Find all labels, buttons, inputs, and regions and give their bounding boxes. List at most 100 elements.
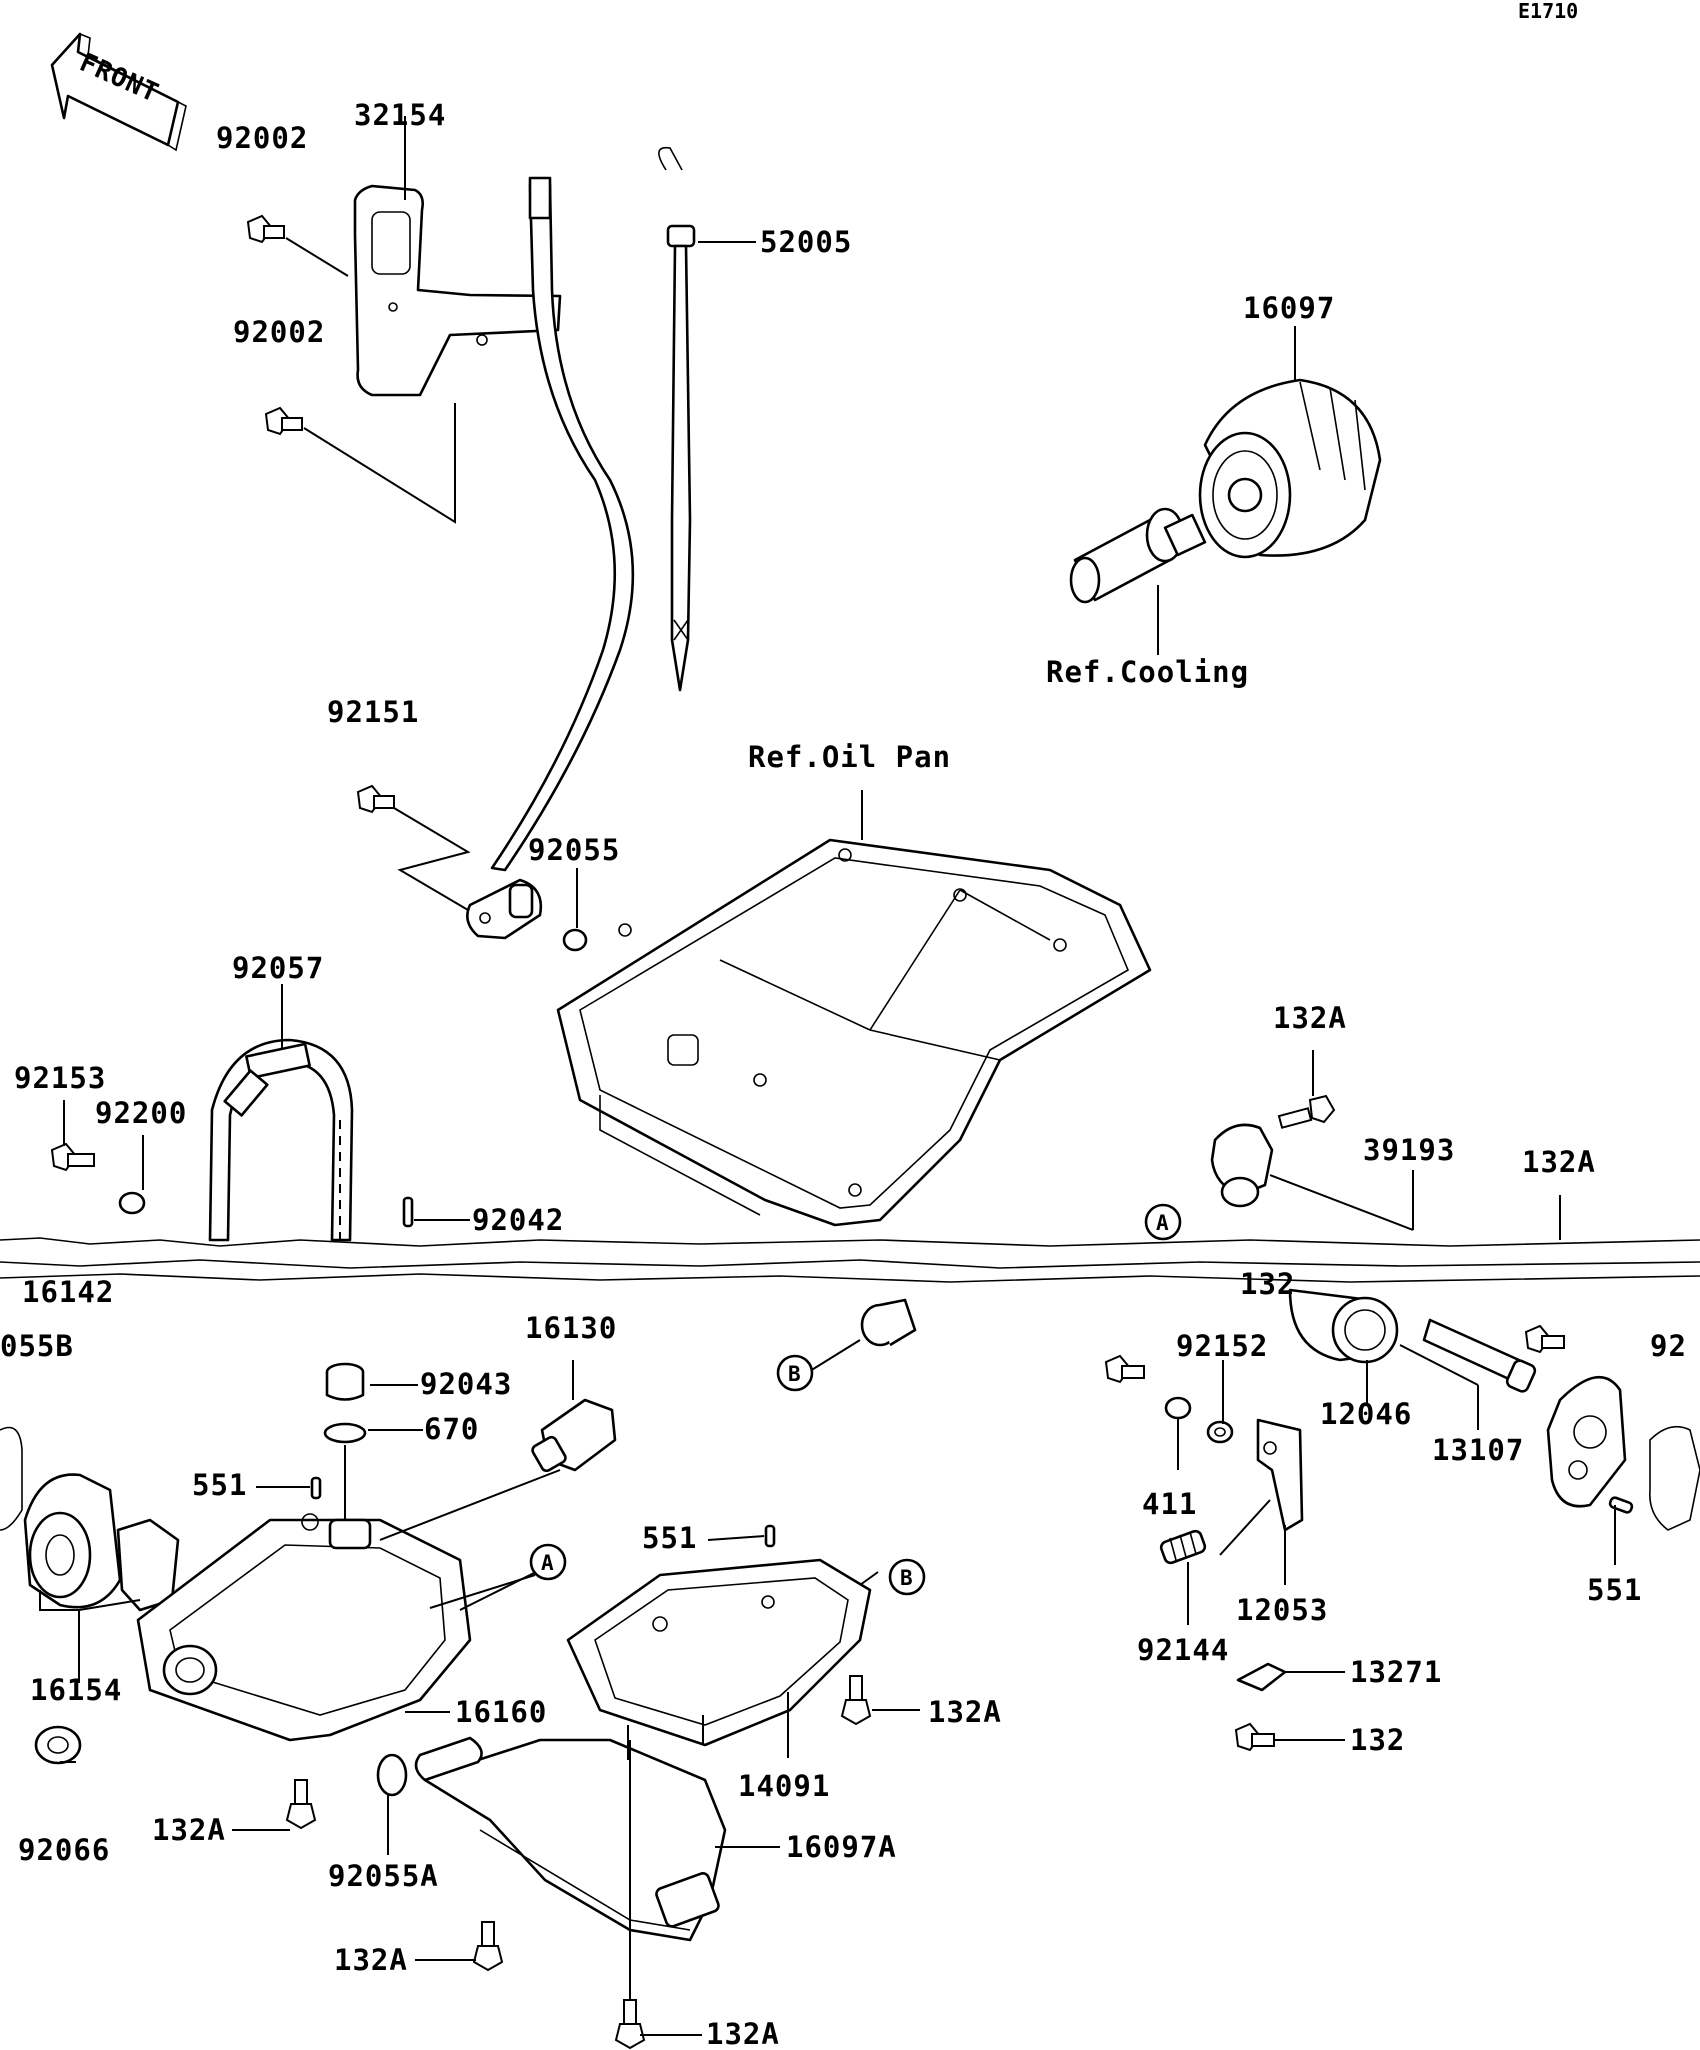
bolt-132a-mid [840,1675,872,1726]
oring-92055a [376,1753,408,1797]
marker-a-top: A [1144,1203,1182,1241]
pin-551-mid [764,1524,776,1548]
tube-flange [466,878,543,940]
dipstick-52005 [658,146,696,692]
pin-551-right [1608,1496,1634,1514]
bolt-left-cut [1104,1354,1145,1384]
bolt-132a-top [1277,1094,1336,1129]
marker-a-low: A [529,1543,567,1581]
part-label-92153: 92153 [14,1061,106,1095]
part-label-12053: 12053 [1236,1593,1328,1627]
part-label-92002-lower: 92002 [233,315,325,349]
diagram-code: E1710 [1518,0,1578,23]
part-label-92057: 92057 [232,951,324,985]
svg-text:A: A [541,1551,554,1575]
housing-16160 [136,1513,472,1742]
part-label-132a-right: 132A [1522,1145,1596,1179]
part-label-92055a: 92055A [328,1859,439,1893]
torn-band [0,1237,1700,1283]
pin-551-left [310,1476,322,1500]
part-label-132a-left: 132A [152,1813,226,1847]
part-label-551-right: 551 [1587,1573,1642,1607]
part-label-132a-top: 132A [1273,1001,1347,1035]
part-label-16142: 16142 [22,1275,114,1309]
bolt-92002-upper [246,214,285,244]
part-label-132-cut: 132 [1240,1267,1295,1301]
part-label-551-mid: 551 [642,1521,697,1555]
washer-92200 [118,1191,146,1215]
part-label-132a-bottom2: 132A [706,2017,780,2050]
part-label-52005: 52005 [760,225,852,259]
oring-92055 [562,928,588,952]
clip-13271 [1236,1662,1287,1692]
bolt-92153 [50,1142,95,1172]
part-label-92152: 92152 [1176,1329,1268,1363]
bolt-132a-bottom2 [614,1999,646,2050]
bolt-132a-left [285,1779,317,1830]
part-label-92151: 92151 [327,695,419,729]
bolt-132 [1234,1722,1275,1752]
part-label-670: 670 [424,1412,479,1446]
washer-411 [1164,1396,1192,1420]
strainer-16097a [414,1736,727,1942]
collar-b [860,1298,917,1347]
part-label-132a-bottom1: 132A [334,1943,408,1977]
gasket-left [0,1426,23,1531]
housing-14091 [566,1558,872,1747]
rotor-16154 [23,1473,180,1612]
front-arrow-icon: FRONT [50,32,187,152]
cooling-fitting [1069,507,1207,604]
marker-b-mid: B [776,1354,814,1392]
part-label-16130: 16130 [525,1311,617,1345]
pump-body [1546,1375,1627,1508]
bolt-92002-lower [264,406,303,436]
relief-valve-39193 [1210,1123,1274,1208]
nut-92152 [1206,1420,1234,1444]
part-label-13271: 13271 [1350,1655,1442,1689]
oil-filter-16097 [1198,378,1382,559]
part-label-16097a: 16097A [786,1830,897,1864]
part-label-92043: 92043 [420,1367,512,1401]
svg-text:B: B [788,1362,801,1386]
ref-oil-pan-label: Ref.Oil Pan [748,740,951,774]
bolt-132a-right [1524,1324,1565,1354]
gasket-right [1649,1425,1700,1531]
part-label-92144: 92144 [1137,1633,1229,1667]
gear-12046 [1288,1288,1399,1364]
bolt-92151 [356,784,395,814]
part-label-32154: 32154 [354,98,446,132]
bushing-92066 [34,1725,82,1765]
oil-pan [556,838,1152,1227]
part-label-16160: 16160 [455,1695,547,1729]
part-label-16154: 16154 [30,1673,122,1707]
part-label-551-left: 551 [192,1468,247,1502]
svg-text:A: A [1156,1211,1169,1235]
part-label-14091: 14091 [738,1769,830,1803]
sensor-16130 [531,1398,617,1473]
part-label-92200: 92200 [95,1096,187,1130]
shaft-13107 [1422,1318,1537,1393]
part-label-12046: 12046 [1320,1397,1412,1431]
part-label-132: 132 [1350,1723,1405,1757]
oring-670 [323,1422,367,1444]
marker-b-low: B [888,1558,926,1596]
spring-92144 [1159,1529,1207,1565]
bushing-92043 [325,1362,365,1401]
part-label-411: 411 [1142,1487,1197,1521]
part-label-132a-mid: 132A [928,1695,1002,1729]
part-label-13107: 13107 [1432,1433,1524,1467]
bracket-32154 [353,184,562,397]
bolt-132a-bottom1 [472,1921,504,1972]
part-label-92002-upper: 92002 [216,121,308,155]
part-label-92-cut: 92 [1650,1329,1687,1363]
part-label-92055: 92055 [528,833,620,867]
svg-text:B: B [900,1566,913,1590]
part-label-39193: 39193 [1363,1133,1455,1167]
part-label-16097: 16097 [1243,291,1335,325]
part-label-92066: 92066 [18,1833,110,1867]
part-label-92042: 92042 [472,1203,564,1237]
hose-92057 [208,1038,354,1242]
ref-cooling-label: Ref.Cooling [1046,655,1249,689]
plate-12053 [1256,1418,1304,1532]
